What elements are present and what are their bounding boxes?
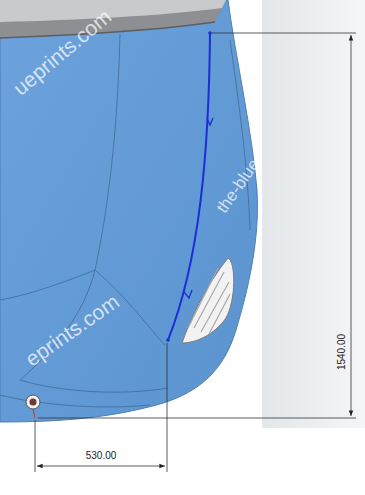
dimension-value: 1540.00 xyxy=(337,334,347,370)
dimension-lines xyxy=(35,33,356,472)
origin-point xyxy=(26,395,40,418)
sketch-spline xyxy=(166,31,213,342)
car-body xyxy=(0,0,257,422)
panel-lines xyxy=(0,34,250,407)
dimension-value: 530.00 xyxy=(86,451,117,461)
background-band xyxy=(262,0,365,428)
